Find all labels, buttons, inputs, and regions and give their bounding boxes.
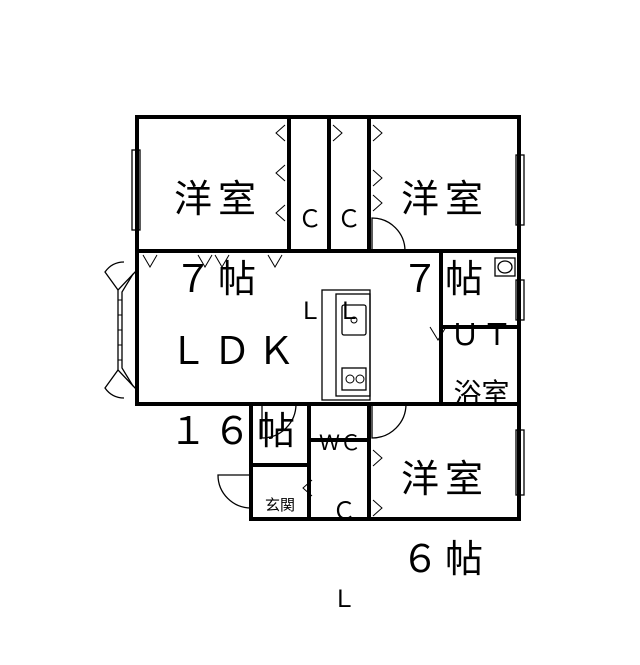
room-entrance: 玄関	[256, 482, 304, 514]
room-name: ＬＤＫ	[168, 328, 301, 373]
closet-line2: Ｌ	[298, 297, 322, 325]
room-toilet: ＷＣ	[311, 410, 369, 454]
room-bathroom: 浴室	[444, 350, 519, 409]
washbasin	[494, 257, 516, 277]
room-western-nw: 洋室 ７帖	[158, 140, 278, 339]
room-name: 洋室	[173, 176, 262, 221]
closet-3: Ｃ Ｌ	[322, 445, 366, 665]
room-name: 浴室	[453, 377, 510, 411]
room-ldk: ＬＤＫ １６帖	[160, 292, 310, 491]
kitchen-counter	[321, 289, 371, 401]
bay-window	[104, 261, 138, 399]
room-name: ＵＴ	[450, 317, 514, 353]
doors	[142, 124, 447, 517]
room-western-se: 洋室 ６帖	[385, 420, 505, 619]
room-name: 洋室	[400, 176, 489, 221]
closet-line2: Ｌ	[332, 585, 356, 613]
closet-2: Ｃ Ｌ	[333, 150, 365, 380]
room-size: ６帖	[400, 536, 489, 581]
closet-line2: Ｌ	[337, 297, 361, 325]
room-western-ne: 洋室 ７帖	[385, 140, 505, 339]
floor-plan	[104, 115, 525, 521]
windows	[131, 149, 525, 496]
room-name: ＷＣ	[319, 431, 361, 456]
closet-line1: Ｃ	[337, 205, 361, 233]
closet-line1: Ｃ	[298, 205, 322, 233]
interior-walls	[135, 115, 521, 521]
room-size: ７帖	[400, 256, 489, 301]
closet-line1: Ｃ	[332, 497, 356, 525]
room-size: １６帖	[168, 408, 301, 453]
closet-1: Ｃ Ｌ	[294, 150, 326, 380]
room-utility: ＵＴ	[448, 288, 516, 351]
room-size: ７帖	[173, 256, 262, 301]
room-name: 洋室	[400, 456, 489, 501]
room-name: 玄関	[264, 495, 295, 514]
